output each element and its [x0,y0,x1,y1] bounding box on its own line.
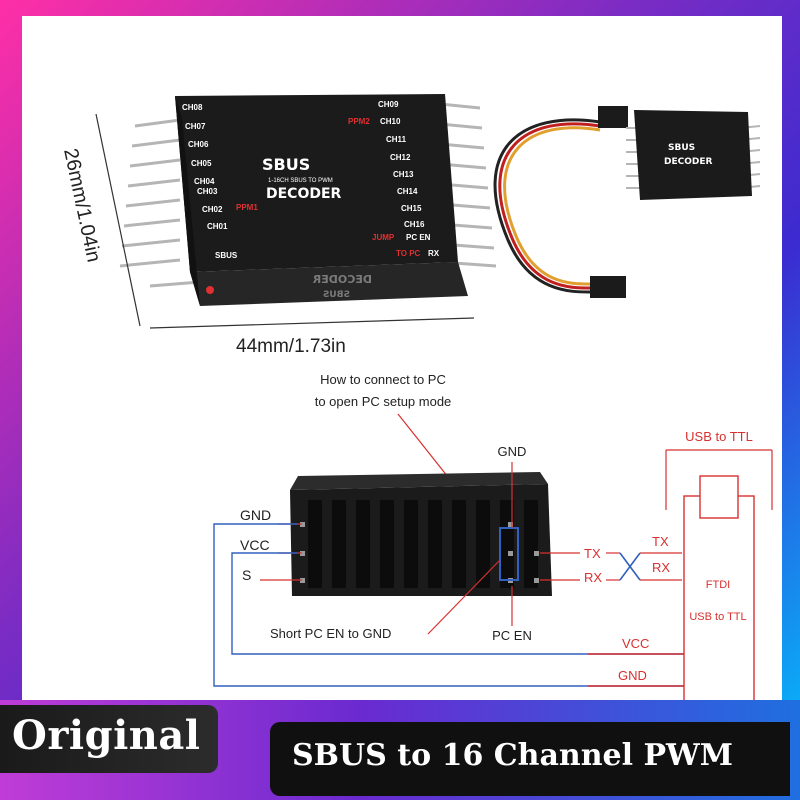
note-line-2: to open PC setup mode [315,394,452,409]
pin-label-gnd: GND [240,507,271,523]
label-ppm2: PPM2 [348,117,370,126]
usb-ttl-title: USB to TTL [685,429,753,444]
tx-rx-leaders [540,552,682,581]
led-indicator [206,286,214,294]
ftdi-label: FTDI [706,579,730,591]
width-label: 44mm/1.73in [236,336,346,357]
label-ch12: CH12 [390,153,411,162]
dimension-width: 44mm/1.73in [149,317,475,357]
label-ch10: CH10 [380,117,401,126]
power-wires [213,523,684,687]
label-ch16: CH16 [404,220,425,229]
label-ch08: CH08 [182,103,203,112]
pin-label-vcc: VCC [240,537,270,553]
gnd-top-label: GND [498,444,527,459]
pc-en-jumper [499,527,519,581]
product-title: SBUS to 16 Channel PWM [292,738,733,773]
ftdi-rx-label: RX [652,560,670,575]
label-jump: JUMP [372,233,395,242]
connector-block [290,472,552,596]
height-label: 26mm/1.04in [59,146,105,264]
label-pc-en: PC EN [406,233,431,242]
rx-label: RX [584,570,602,585]
pin-label-s: S [242,567,251,583]
board-name: DECODER [266,186,342,202]
label-ch13: CH13 [393,170,414,179]
label-ch14: CH14 [397,187,418,196]
board-mirror-text: DECODER SBUS [312,273,372,300]
label-to-pc: TO PC [396,249,421,258]
pc-en-label: PC EN [492,628,532,643]
original-text: Original [12,712,201,759]
small-board-with-cable: SBUS DECODER [493,106,761,298]
short-note: Short PC EN to GND [270,626,391,641]
ftdi-tx-label: TX [652,534,669,549]
label-ch06: CH06 [188,140,209,149]
gnd-wire-label: GND [618,668,647,683]
board-subtitle: 1-16CH SBUS TO PWM [268,178,333,184]
original-badge [0,705,218,773]
tx-rx-cross [619,552,641,581]
label-ch11: CH11 [386,135,407,144]
title-bar [270,722,790,796]
note-line-1: How to connect to PC [320,372,446,387]
label-ch02: CH02 [202,205,223,214]
mirror-sbus: SBUS [323,290,350,300]
usb-ttl-side-label: USB to TTL [689,611,746,623]
dimension-height: 26mm/1.04in [59,113,141,327]
label-ch15: CH15 [401,204,422,213]
label-ppm1: PPM1 [236,203,258,212]
label-ch04: CH04 [194,177,215,186]
label-ch03: CH03 [197,187,218,196]
small-board-title: SBUS [668,143,695,153]
label-sbus: SBUS [215,251,238,260]
label-ch07: CH07 [185,122,206,131]
label-rx: RX [428,249,440,258]
board-title: SBUS [262,155,310,174]
decoder-board: CH08 CH07 CH06 CH05 CH04 CH03 CH02 CH01 … [119,94,497,306]
ftdi-adapter: USB to TTL FTDI USB to TTL [665,429,773,709]
mirror-decoder: DECODER [312,273,372,286]
left-pin-header [119,118,201,288]
small-board-name: DECODER [664,157,712,167]
vcc-wire-label: VCC [622,636,649,651]
tx-label: TX [584,546,601,561]
label-ch05: CH05 [191,159,212,168]
label-ch01: CH01 [207,222,228,231]
label-ch09: CH09 [378,100,399,109]
